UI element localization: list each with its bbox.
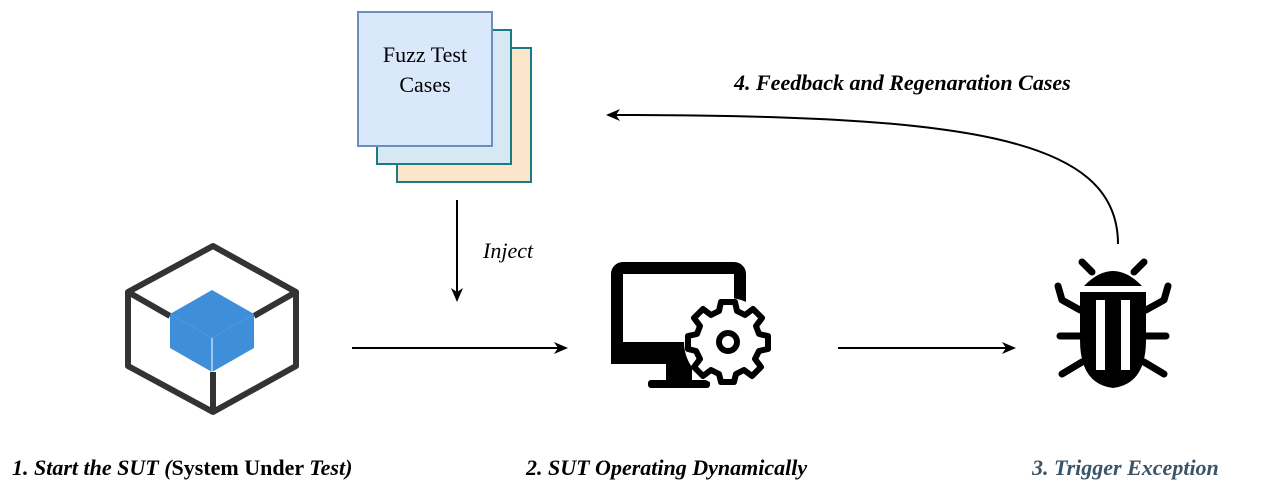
inject-label: Inject — [483, 238, 534, 263]
card-label-line1: Fuzz Test — [382, 42, 468, 67]
fuzz-test-cases-label: Fuzz Test Cases — [358, 40, 492, 100]
card-front — [357, 11, 493, 147]
fuzz-test-cases-stack — [357, 11, 532, 183]
step1-part-a: 1. Start the SUT ( — [12, 455, 172, 480]
bug-icon — [1054, 258, 1172, 388]
step1-part-c: Under — [238, 455, 310, 480]
step2-label: 2. SUT Operating Dynamically — [526, 455, 808, 480]
card-label-line2: Cases — [399, 72, 451, 97]
step1-part-d: Test) — [309, 455, 353, 480]
monitor-gear-icon — [611, 262, 772, 388]
step3-label: 3. Trigger Exception — [1032, 455, 1219, 480]
feedback-arrow — [606, 109, 1119, 245]
cube-icon — [125, 243, 299, 415]
feedback-label: 4. Feedback and Regenaration Cases — [734, 70, 1071, 95]
step1-label: 1. Start the SUT (System Under Test) — [12, 455, 352, 481]
step1-part-b: System — [171, 455, 239, 480]
